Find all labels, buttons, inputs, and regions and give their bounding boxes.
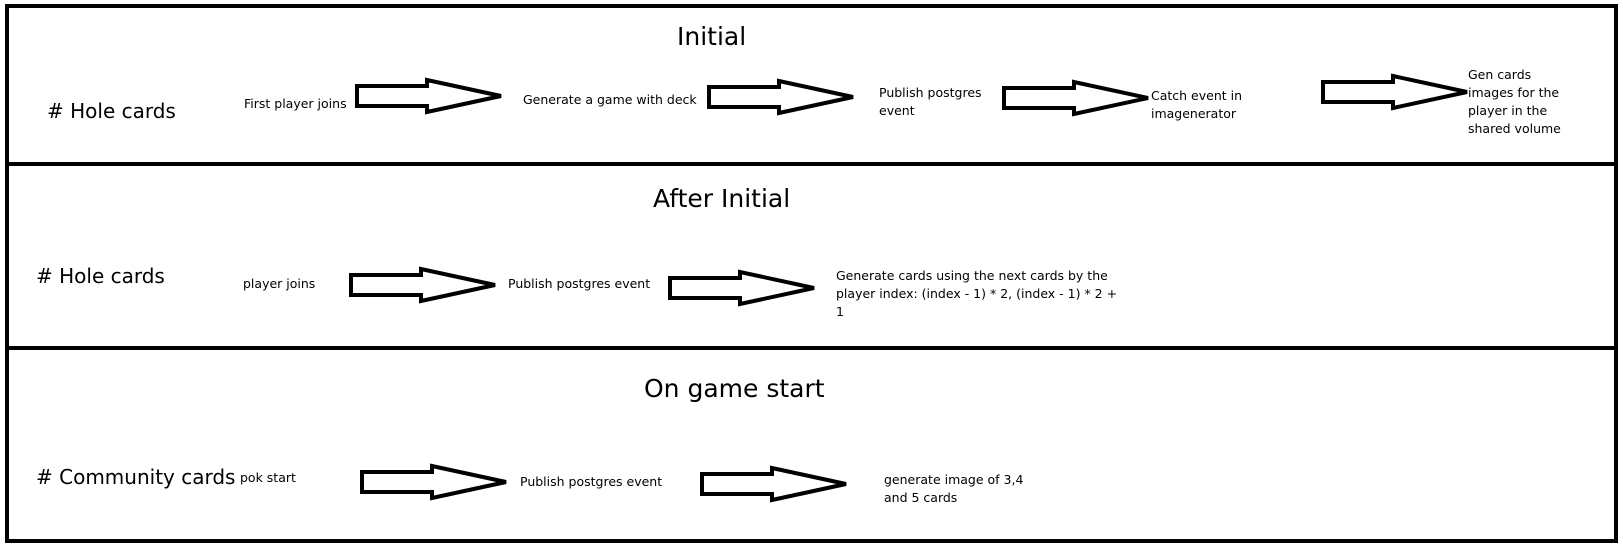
step-node: Publish postgres event bbox=[520, 474, 663, 489]
section-on-game-start bbox=[5, 346, 1618, 543]
step-node: Generate cards using the next cards by t… bbox=[836, 268, 1118, 319]
step-node: Publish postgres event bbox=[508, 276, 651, 291]
step-node: Gen cards images for the player in the s… bbox=[1468, 67, 1561, 136]
section-after-initial bbox=[5, 162, 1618, 350]
arrow-right-icon bbox=[360, 463, 507, 501]
section-title: Initial bbox=[677, 22, 747, 51]
step-node: First player joins bbox=[244, 96, 347, 111]
arrow-right-icon bbox=[355, 77, 502, 115]
section-title: After Initial bbox=[653, 184, 791, 213]
section-title: On game start bbox=[644, 374, 825, 403]
arrow-right-icon bbox=[700, 465, 847, 503]
step-node: Catch event in imagenerator bbox=[1151, 88, 1243, 121]
step-node: Generate a game with deck bbox=[523, 92, 697, 107]
section-label: # Community cards bbox=[36, 465, 236, 489]
section-label: # Hole cards bbox=[47, 99, 176, 123]
step-node: pok start bbox=[240, 470, 296, 485]
arrow-right-icon bbox=[349, 266, 496, 304]
step-node: generate image of 3,4 and 5 cards bbox=[884, 472, 1024, 505]
arrow-right-icon bbox=[1002, 79, 1149, 117]
arrow-right-icon bbox=[707, 78, 854, 116]
step-node: Publish postgres event bbox=[879, 85, 982, 118]
section-label: # Hole cards bbox=[36, 264, 165, 288]
arrow-right-icon bbox=[1321, 73, 1468, 111]
arrow-right-icon bbox=[668, 269, 815, 307]
step-node: player joins bbox=[243, 276, 316, 291]
